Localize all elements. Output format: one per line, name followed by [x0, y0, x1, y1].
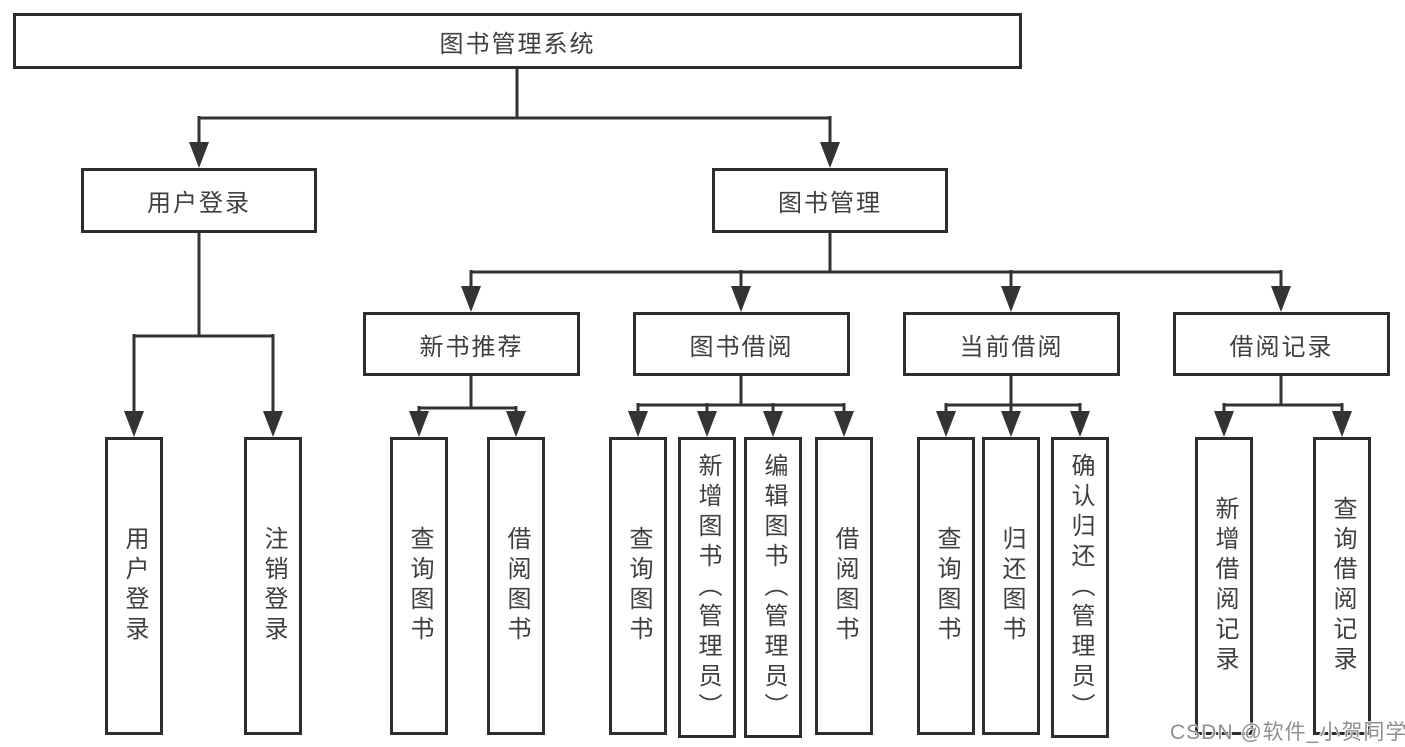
node-label: 查询图书 [406, 526, 433, 646]
leaf-query-books-current: 查询图书 [917, 437, 975, 735]
node-label: 用户登录 [121, 526, 148, 646]
node-book-management: 图书管理 [712, 168, 948, 233]
leaf-logout: 注销登录 [244, 437, 302, 735]
node-label: 图书管理系统 [439, 30, 596, 58]
node-label: 归还图书 [998, 526, 1025, 646]
node-new-book-recommend: 新书推荐 [363, 312, 580, 376]
node-label: 图书管理 [778, 190, 882, 217]
leaf-query-books-borrow: 查询图书 [609, 437, 667, 735]
node-label: 编辑图书（管理员） [760, 452, 787, 723]
node-label: 注销登录 [260, 526, 287, 646]
node-label: 借阅图书 [831, 526, 858, 646]
node-label: 借阅图书 [503, 526, 530, 646]
node-label: 图书借阅 [689, 333, 794, 361]
leaf-borrow-books: 借阅图书 [815, 437, 873, 735]
leaf-add-borrow-record: 新增借阅记录 [1195, 437, 1253, 735]
node-label: 确认归还（管理员） [1067, 452, 1094, 723]
watermark: CSDN @软件_小贺同学 [1170, 721, 1405, 744]
node-label: 新增图书（管理员） [694, 452, 721, 723]
leaf-user-login: 用户登录 [105, 437, 163, 735]
leaf-add-book-admin: 新增图书（管理员） [678, 437, 736, 738]
node-current-borrow: 当前借阅 [903, 312, 1120, 376]
node-label: 借阅记录 [1229, 333, 1334, 361]
node-borrow-records: 借阅记录 [1173, 312, 1390, 376]
node-label: 查询图书 [933, 526, 960, 646]
node-user-login-group: 用户登录 [81, 168, 317, 233]
node-label: 用户登录 [147, 190, 251, 217]
leaf-confirm-return-admin: 确认归还（管理员） [1051, 437, 1109, 738]
leaf-query-borrow-record: 查询借阅记录 [1313, 437, 1371, 735]
node-label: 查询借阅记录 [1329, 496, 1356, 676]
leaf-borrow-books-recommend: 借阅图书 [487, 437, 545, 735]
node-book-borrow: 图书借阅 [633, 312, 850, 376]
leaf-return-book: 归还图书 [982, 437, 1040, 735]
node-label: 当前借阅 [959, 333, 1064, 361]
node-label: 查询图书 [625, 526, 652, 646]
node-label: 新增借阅记录 [1211, 496, 1238, 676]
leaf-edit-book-admin: 编辑图书（管理员） [744, 437, 802, 738]
leaf-query-books-recommend: 查询图书 [390, 437, 448, 735]
node-label: 新书推荐 [419, 333, 524, 361]
node-root: 图书管理系统 [13, 13, 1022, 69]
